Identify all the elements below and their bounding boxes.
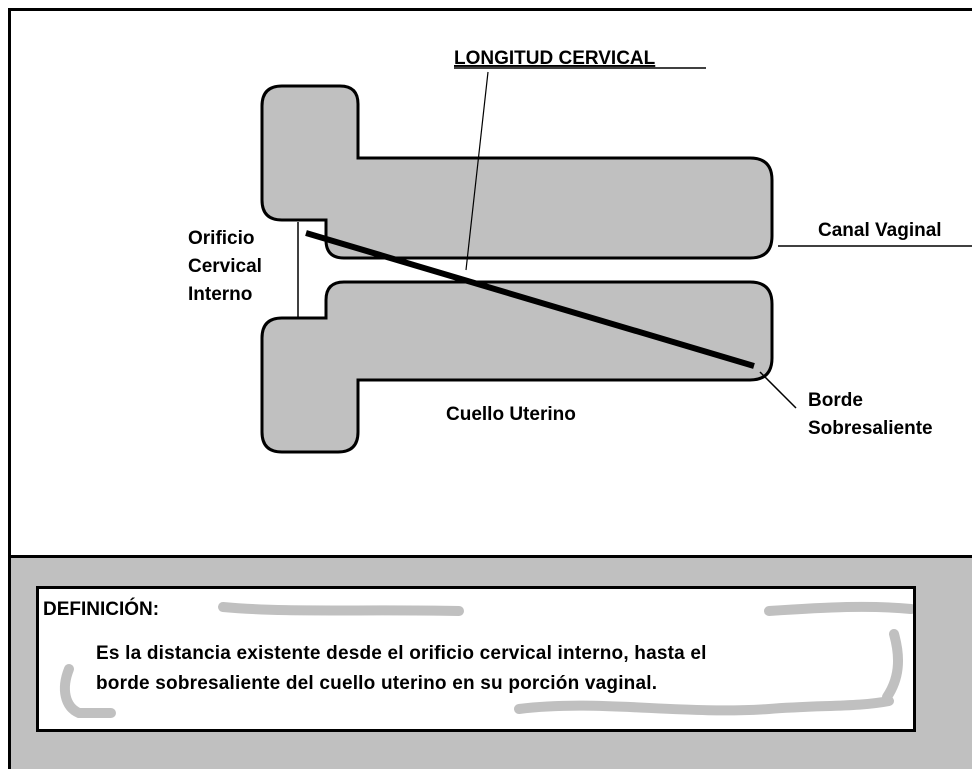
label-canal-vaginal: Canal Vaginal <box>818 220 942 241</box>
definition-line-1: Es la distancia existente desde el orifi… <box>96 639 896 669</box>
definition-line-2: borde sobresaliente del cuello uterino e… <box>96 669 896 699</box>
label-orificio-2: Cervical <box>188 256 262 277</box>
label-borde-2: Sobresaliente <box>808 418 933 439</box>
label-orificio-3: Interno <box>188 284 252 305</box>
upper-cervix-shape <box>262 86 772 258</box>
borde-leader-line <box>760 372 796 408</box>
definition-box: DEFINICIÓN: Es la distancia existente de… <box>36 586 916 732</box>
definition-text: Es la distancia existente desde el orifi… <box>96 639 896 699</box>
definition-heading: DEFINICIÓN: <box>43 599 159 621</box>
diagram-title: LONGITUD CERVICAL <box>454 48 656 69</box>
label-orificio-1: Orificio <box>188 228 255 249</box>
lower-cervix-shape <box>262 282 772 452</box>
label-cuello-uterino: Cuello Uterino <box>446 404 576 425</box>
label-borde-1: Borde <box>808 390 863 411</box>
